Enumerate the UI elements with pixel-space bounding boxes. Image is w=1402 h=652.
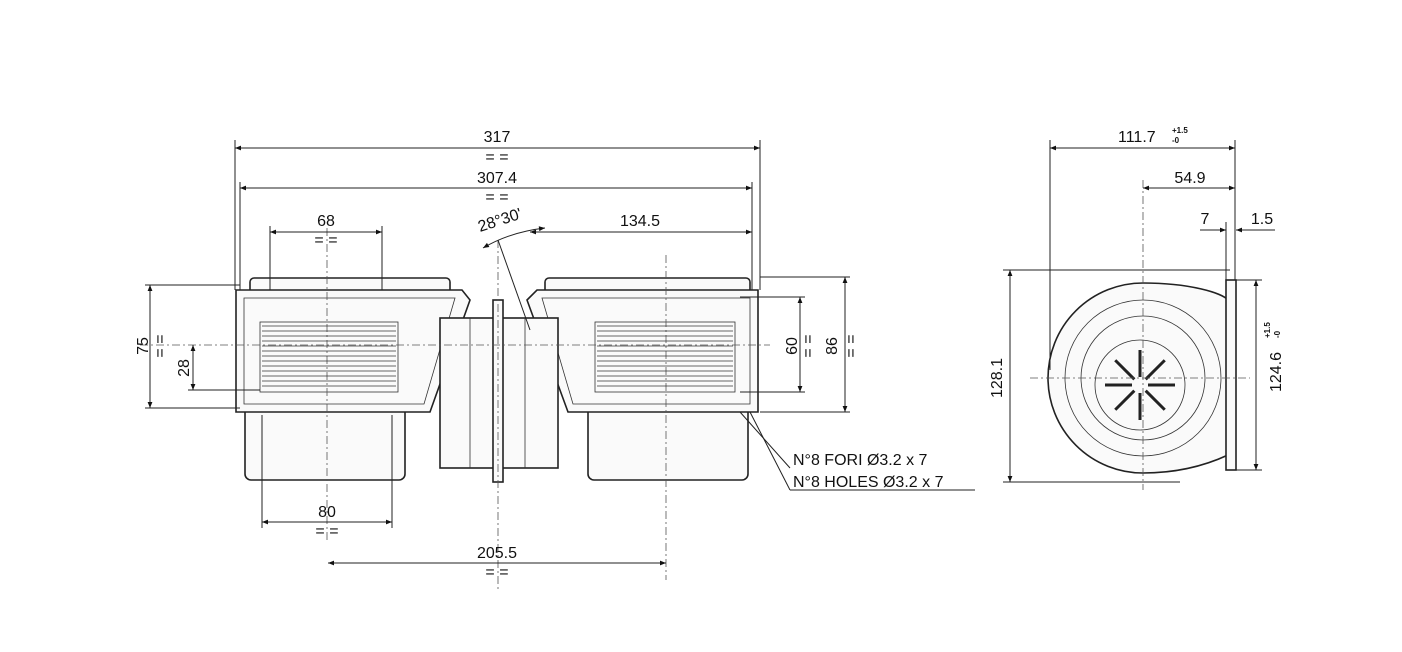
tolerance-plus: +1.5 <box>1263 322 1272 338</box>
hub-spoke <box>1144 359 1166 381</box>
dim-68: 68 <box>317 213 335 230</box>
front-view <box>140 228 770 590</box>
tolerance-minus: -0 <box>1172 136 1180 145</box>
left-fan-housing <box>235 277 471 481</box>
hub-spoke <box>1114 389 1136 411</box>
symmetry-mark: = = <box>152 334 169 357</box>
dim-54-9: 54.9 <box>1174 170 1205 187</box>
dim-86: 86 <box>824 337 841 355</box>
dim-111-7: 111.7 <box>1118 129 1156 146</box>
dim-205-5: 205.5 <box>477 545 517 562</box>
hub-spoke <box>1144 389 1166 411</box>
dim-28: 28 <box>176 359 193 377</box>
symmetry-mark: = = <box>315 523 338 540</box>
motor <box>439 299 559 483</box>
right-fan-housing <box>526 277 759 481</box>
motor-hub <box>1105 350 1175 420</box>
side-dimensions: 111.7 +1.5 -0 54.9 7 1.5 128.1 124.6 +1.… <box>989 126 1285 483</box>
symmetry-mark: = = <box>485 149 508 166</box>
left-impeller-blades <box>259 321 399 393</box>
tolerance-plus: +1.5 <box>1172 126 1188 135</box>
symmetry-mark: = = <box>485 564 508 581</box>
symmetry-mark: = = <box>314 232 337 249</box>
dim-75: 75 <box>135 337 152 355</box>
symmetry-mark: = = <box>485 189 508 206</box>
holes-note-english: N°8 HOLES Ø3.2 x 7 <box>793 474 944 491</box>
dim-317: 317 <box>484 129 511 146</box>
symmetry-mark: = = <box>800 334 817 357</box>
hub-spoke <box>1114 359 1136 381</box>
dim-1-5: 1.5 <box>1251 211 1273 228</box>
dim-80: 80 <box>318 504 336 521</box>
dim-7: 7 <box>1201 211 1210 228</box>
dim-124-6: 124.6 <box>1268 352 1285 392</box>
dim-angle: 28°30' <box>476 206 524 236</box>
dim-60: 60 <box>784 337 801 355</box>
side-view <box>1030 180 1250 490</box>
dim-128-1: 128.1 <box>989 358 1006 398</box>
dim-307-4: 307.4 <box>477 170 517 187</box>
tolerance-minus: -0 <box>1273 330 1282 338</box>
holes-note-italian: N°8 FORI Ø3.2 x 7 <box>793 452 928 469</box>
dim-134-5: 134.5 <box>620 213 660 230</box>
symmetry-mark: = = <box>843 334 860 357</box>
